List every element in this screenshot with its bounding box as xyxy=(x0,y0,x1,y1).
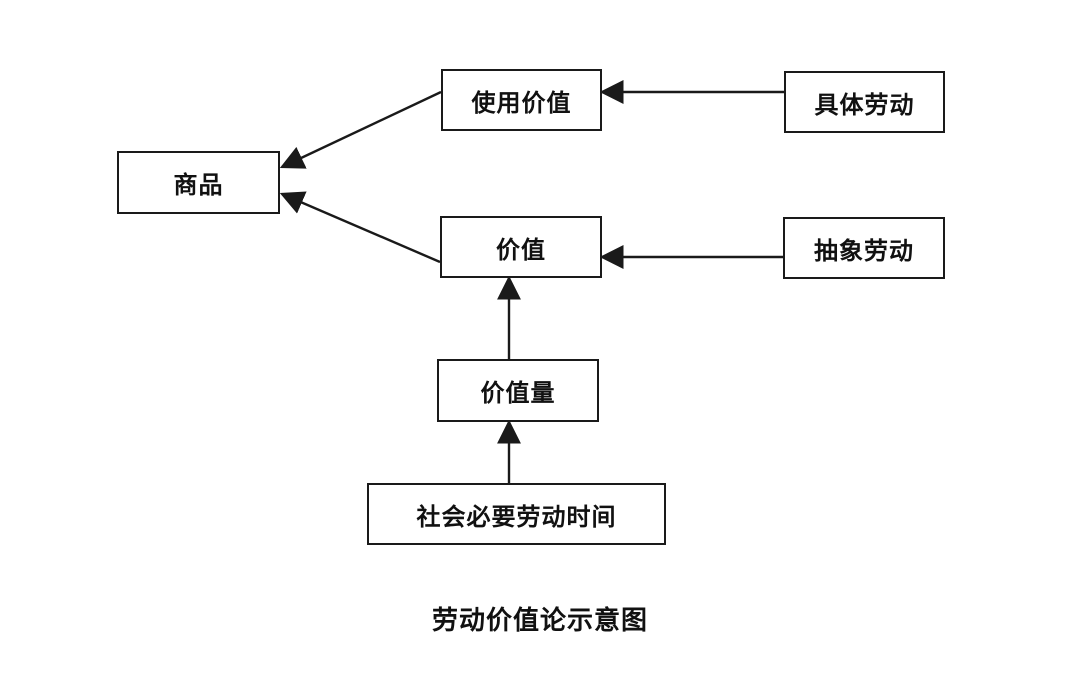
node-use-value-label: 使用价值 xyxy=(471,88,572,117)
diagram-caption: 劳动价值论示意图 xyxy=(431,606,648,636)
node-social-necessary-labor-time: 社会必要劳动时间 xyxy=(367,483,666,545)
node-value: 价值 xyxy=(440,216,602,278)
node-concrete-labor: 具体劳动 xyxy=(784,71,945,133)
node-value-quantity: 价值量 xyxy=(437,359,599,422)
node-commodity: 商品 xyxy=(117,151,280,214)
node-value-label: 价值 xyxy=(496,235,546,264)
node-concrete-labor-label: 具体劳动 xyxy=(814,90,915,119)
node-use-value: 使用价值 xyxy=(441,69,602,131)
edge-use-value-to-commodity xyxy=(279,90,442,169)
node-commodity-label: 商品 xyxy=(173,171,224,199)
edge-value-to-commodity xyxy=(279,191,441,264)
node-abstract-labor-label: 抽象劳动 xyxy=(814,236,914,265)
node-value-quantity-label: 价值量 xyxy=(480,379,556,407)
node-social-necessary-labor-time-label: 社会必要劳动时间 xyxy=(416,502,617,531)
node-abstract-labor: 抽象劳动 xyxy=(783,217,945,279)
